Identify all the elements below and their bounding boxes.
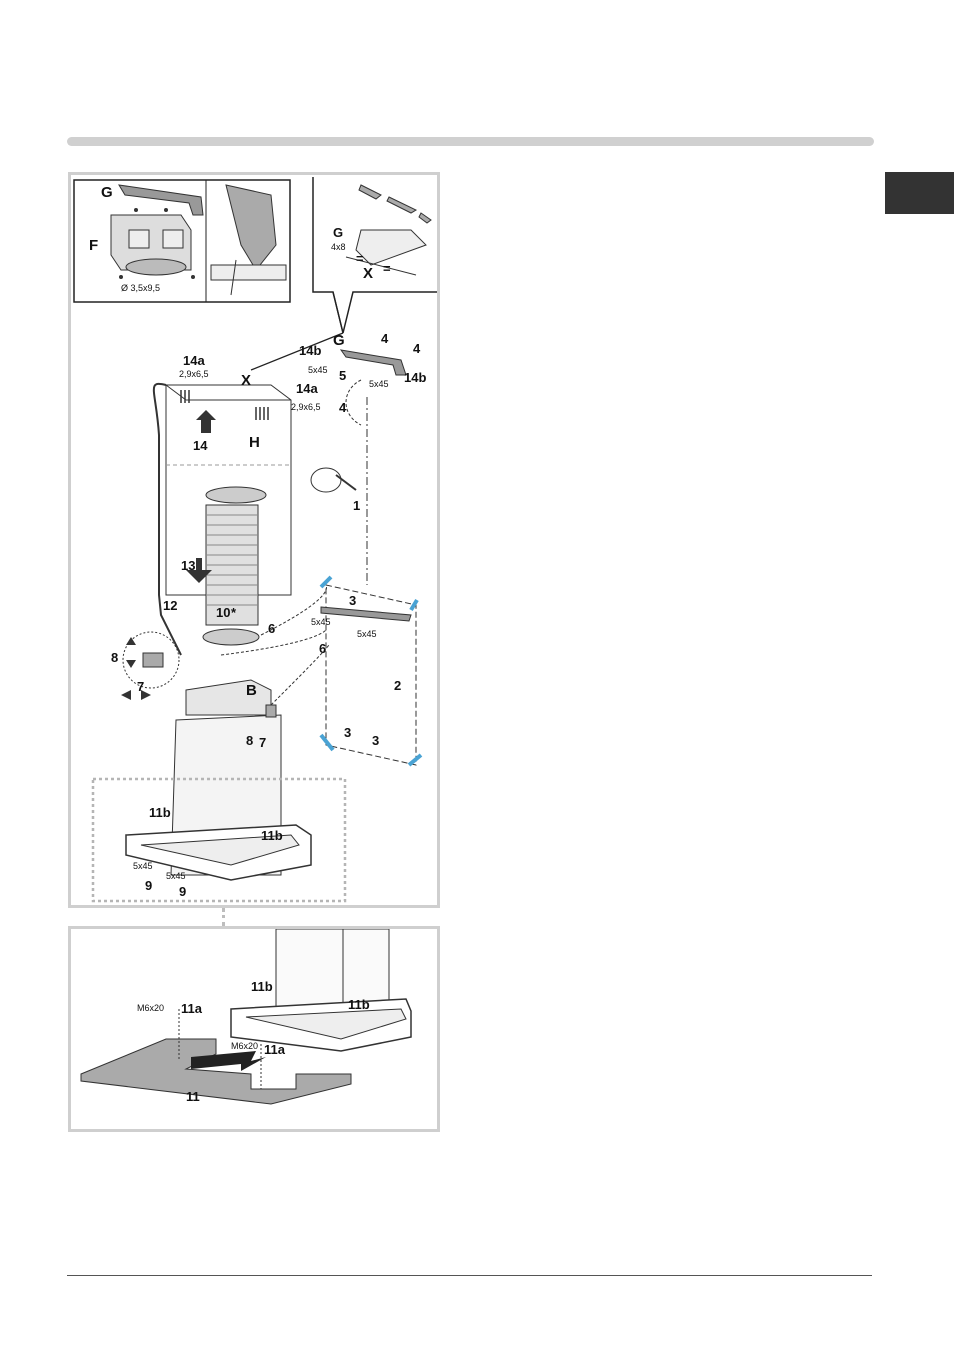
installation-diagram-base: 11b 11b M6x20 11a M6x20 11a 11 — [68, 926, 440, 1132]
base-diagram-svg: 11b 11b M6x20 11a M6x20 11a 11 — [71, 929, 437, 1129]
label-1: 1 — [353, 498, 360, 513]
motor-unit-b-icon — [186, 680, 271, 715]
label-6b: 6 — [319, 641, 326, 656]
label-7: 7 — [259, 735, 266, 750]
label-10: 10 — [216, 605, 230, 620]
label-equal-2: = — [383, 261, 391, 276]
label-x-inset: X — [363, 265, 373, 282]
label-9a: 9 — [145, 878, 152, 893]
label-14: 14 — [193, 438, 208, 453]
label-g2: G — [333, 225, 343, 240]
mounting-plate-11-icon — [81, 1039, 351, 1104]
label-x: X — [241, 372, 251, 389]
label-9b: 9 — [179, 884, 186, 899]
label-5: 5 — [339, 368, 346, 383]
label-11b-left: 11b — [149, 805, 171, 820]
label-4c: 4 — [339, 400, 347, 415]
label-14b-left: 14b — [299, 343, 321, 358]
label-13: 13 — [181, 558, 195, 573]
label-11b-right-base: 11b — [348, 997, 370, 1012]
label-3b: 3 — [372, 733, 379, 748]
label-5x45-b: 5x45 — [369, 379, 389, 389]
label-equal-1: = — [356, 251, 364, 266]
label-g: G — [101, 184, 113, 201]
installation-diagram-main: G F Ø 3,5x9,5 G 4x8 X = = G 14b 14b 4 4 … — [68, 172, 440, 908]
label-2: 2 — [394, 678, 401, 693]
label-11b-left-base: 11b — [251, 979, 273, 994]
footer-rule — [67, 1275, 872, 1276]
wall-bracket-g-icon — [341, 350, 406, 375]
label-5x45-d: 5x45 — [357, 629, 377, 639]
label-4a: 4 — [381, 331, 389, 346]
label-4b: 4 — [413, 341, 421, 356]
label-bracket-screw: 4x8 — [331, 242, 346, 252]
label-m6x20-left: M6x20 — [137, 1003, 164, 1013]
label-m6x20-right: M6x20 — [231, 1041, 258, 1051]
label-14a-top: 14a — [183, 353, 205, 368]
label-screw-f: Ø 3,5x9,5 — [121, 283, 160, 293]
label-6a: 6 — [268, 621, 275, 636]
label-3a: 3 — [344, 725, 351, 740]
language-tab-marker — [885, 172, 954, 214]
label-11a-left: 11a — [181, 1001, 203, 1016]
label-7-left: 7 — [137, 679, 144, 694]
figure-connector-dots — [222, 908, 225, 926]
label-2-9x6-5-right: 2,9x6,5 — [291, 402, 321, 412]
label-11b-right: 11b — [261, 828, 283, 843]
label-5x45-f: 5x45 — [166, 871, 186, 881]
label-2-9x6-5-top: 2,9x6,5 — [179, 369, 209, 379]
label-5x45-e: 5x45 — [133, 861, 153, 871]
label-h: H — [249, 434, 260, 451]
label-12: 12 — [163, 598, 177, 613]
label-f: F — [89, 237, 98, 254]
label-5x45-c: 5x45 — [311, 617, 331, 627]
label-14a-right: 14a — [296, 381, 318, 396]
section-divider-bar — [67, 137, 874, 146]
label-8-left: 8 — [111, 650, 118, 665]
label-b: B — [246, 682, 257, 699]
label-11: 11 — [186, 1089, 200, 1104]
label-3-top: 3 — [349, 593, 356, 608]
label-8: 8 — [246, 733, 253, 748]
installation-diagram-svg: G F Ø 3,5x9,5 G 4x8 X = = G 14b 14b 4 4 … — [71, 175, 437, 905]
label-14b-right: 14b — [404, 370, 426, 385]
label-g3: G — [333, 332, 345, 349]
label-5x45-a: 5x45 — [308, 365, 328, 375]
label-11a-right: 11a — [264, 1042, 286, 1057]
